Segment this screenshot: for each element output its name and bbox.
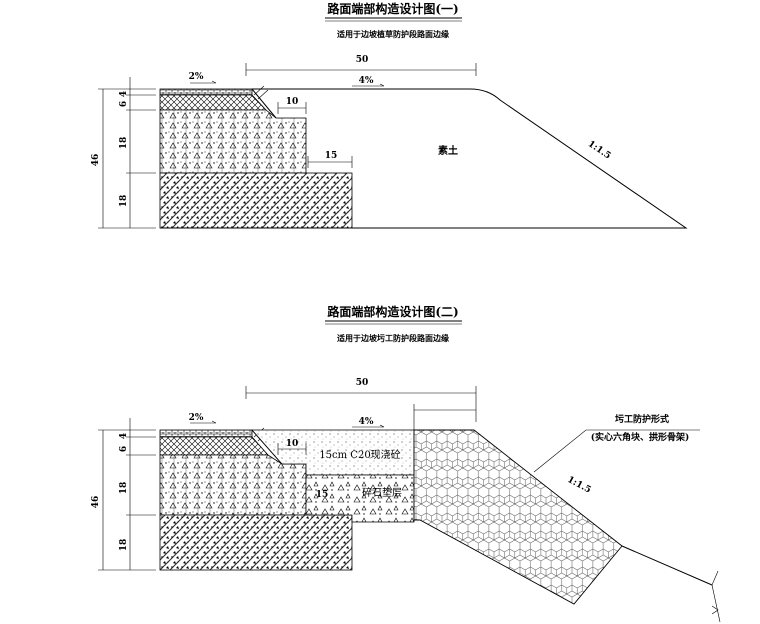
figure1-layer-surface-4 — [159, 88, 253, 96]
figure1-subtitle: 适用于边坡植草防护段路面边缘 — [337, 29, 449, 39]
figure1-dim-18b: 18 — [119, 195, 129, 208]
figure1-layer-subbase-18 — [159, 172, 353, 229]
figure2-dim-width: 50 — [356, 378, 369, 388]
figure1-dim-15: 15 — [325, 151, 338, 161]
figure2-slope-4pct: 4% — [359, 417, 374, 427]
figure1-slope-4pct-arrow — [352, 83, 385, 87]
figure1-embankment-outline — [160, 88, 688, 229]
figure2-layer-surface-4 — [159, 429, 253, 438]
figure1-slope-2pct: 2% — [189, 72, 204, 82]
figure2-label-protection: 圬工防护形式 — [615, 413, 669, 425]
figure1-slope-ratio: 1:1.5 — [586, 139, 613, 161]
figure2-subtitle: 适用于边坡圬工防护段路面边缘 — [337, 333, 449, 343]
figure2-label-gravel-thickness: 15 — [316, 490, 329, 500]
figure2-protection-leader — [533, 429, 700, 473]
figure1-dim-10-line — [277, 102, 307, 114]
figure2-dim-10-line — [277, 443, 307, 455]
figure1-title: 路面端部构造设计图(一) — [327, 1, 458, 16]
figure1-dim-6: 6 — [119, 101, 129, 107]
figure2-dim-total-line — [98, 429, 156, 571]
figure-1: 路面端部构造设计图(一) 适用于边坡植草防护段路面边缘 50 2% 4% 素土 … — [91, 1, 688, 229]
figure1-dim-10: 10 — [286, 97, 299, 107]
figure1-layer-edge-slope — [251, 88, 277, 119]
figure1-dim-4: 4 — [119, 91, 129, 97]
figure2-title: 路面端部构造设计图(二) — [327, 304, 458, 319]
figure2-label-gravel: 碎石垫层 — [362, 486, 402, 499]
figure2-slope-ratio: 1:1.5 — [565, 475, 592, 496]
figure2-dim-18a: 18 — [119, 482, 129, 495]
figure2-label-concrete: 15cm C20现浇砼 — [319, 448, 400, 461]
figure2-label-protection-note: (实心六角块、拱形骨架) — [591, 431, 690, 443]
figure2-slope-4pct-arrow — [352, 424, 385, 428]
figure1-dim-width: 50 — [356, 55, 369, 65]
figure2-slope-2pct-arrow — [190, 420, 217, 424]
figure2-hex-protection — [413, 429, 623, 605]
figure2-layer-binder-6 — [159, 436, 269, 456]
figure1-layer-base-18 — [159, 109, 307, 174]
figure2-dim-protect-line — [413, 404, 476, 432]
figure2-dim-layers-line — [126, 418, 156, 570]
figure1-dim-layers-line — [126, 77, 156, 228]
figure1-dim-total: 46 — [91, 154, 101, 167]
figure1-label-soil: 素土 — [438, 144, 458, 157]
figure-2: 路面端部构造设计图(二) 适用于边坡圬工防护段路面边缘 50 2% 4% 15c… — [91, 304, 721, 623]
figure1-dim-18a: 18 — [119, 137, 129, 150]
figure1-layer-binder-6 — [159, 94, 267, 111]
figure1-slope-2pct-arrow — [190, 80, 217, 84]
figure2-dim-18b: 18 — [119, 539, 129, 552]
figure2-slope-toe — [621, 545, 713, 586]
figure2-break-line — [711, 570, 721, 623]
figure1-slope-4pct: 4% — [359, 76, 374, 86]
figure2-slope-2pct: 2% — [189, 413, 204, 423]
figure2-dim-4: 4 — [119, 433, 129, 439]
figure1-dim-15-line — [307, 156, 353, 168]
figure2-dim-6: 6 — [119, 446, 129, 452]
figure2-dim-total: 46 — [91, 496, 101, 509]
figure2-layer-subbase-18 — [159, 514, 353, 571]
figure1-dim-total-line — [98, 88, 156, 229]
figure2-dim-10: 10 — [286, 439, 299, 449]
